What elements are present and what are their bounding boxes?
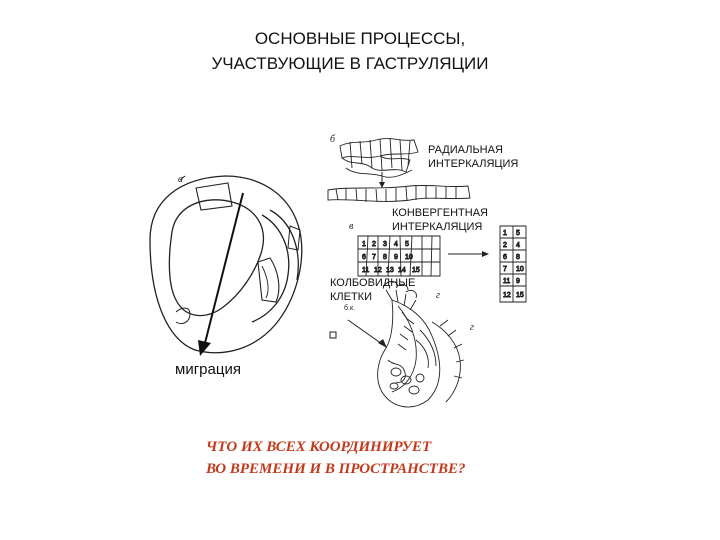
svg-text:6: 6 xyxy=(503,254,507,261)
svg-text:4: 4 xyxy=(394,241,398,248)
bottle-cells-tissue xyxy=(377,281,465,408)
figure-letter-b: б xyxy=(330,134,336,145)
svg-text:8: 8 xyxy=(516,254,520,261)
migration-arrow xyxy=(198,192,244,356)
svg-text:г: г xyxy=(470,322,474,333)
svg-text:5: 5 xyxy=(405,241,409,248)
radial-intercalation-top xyxy=(339,137,419,178)
slide-title: ОСНОВНЫЕ ПРОЦЕССЫ, УЧАСТВУЮЩИЕ В ГАСТРУЛ… xyxy=(0,26,720,76)
svg-text:15: 15 xyxy=(516,292,524,299)
svg-text:13: 13 xyxy=(386,267,394,274)
svg-text:11: 11 xyxy=(503,278,510,285)
svg-text:7: 7 xyxy=(372,254,376,261)
svg-text:б.к.: б.к. xyxy=(344,304,355,312)
figure-letter-a: а xyxy=(178,174,183,185)
svg-text:9: 9 xyxy=(394,254,398,261)
label-convergent: КОНВЕРГЕНТНАЯ ИНТЕРКАЛЯЦИЯ xyxy=(392,207,488,233)
label-bottle-cells: КОЛБОВИДНЫЕ КЛЕТКИ xyxy=(330,277,416,303)
svg-text:2: 2 xyxy=(503,242,507,249)
svg-text:11: 11 xyxy=(362,267,369,274)
svg-text:2: 2 xyxy=(372,241,376,248)
figure-letter-v: в xyxy=(349,221,354,232)
title-line-2: УЧАСТВУЮЩИЕ В ГАСТРУЛЯЦИИ xyxy=(211,54,489,73)
label-migration: миграция xyxy=(175,361,241,378)
svg-text:12: 12 xyxy=(374,267,382,274)
svg-text:1: 1 xyxy=(362,241,366,248)
radial-intercalation-bottom xyxy=(327,184,471,203)
svg-text:10: 10 xyxy=(516,266,524,273)
figure-letter-g: г xyxy=(436,290,440,301)
title-line-1: ОСНОВНЫЕ ПРОЦЕССЫ, xyxy=(254,29,466,48)
square-marker xyxy=(329,331,337,339)
svg-text:8: 8 xyxy=(383,254,387,261)
bottle-arrow xyxy=(347,319,387,348)
svg-text:6: 6 xyxy=(362,254,366,261)
svg-text:14: 14 xyxy=(398,267,406,274)
svg-text:10: 10 xyxy=(405,254,413,261)
question-text: ЧТО ИХ ВСЕХ КООРДИНИРУЕТ ВО ВРЕМЕНИ И В … xyxy=(206,439,466,477)
label-radial: РАДИАЛЬНАЯ ИНТЕРКАЛЯЦИЯ xyxy=(428,144,519,170)
svg-text:12: 12 xyxy=(503,292,511,299)
svg-text:4: 4 xyxy=(516,242,520,249)
svg-text:1: 1 xyxy=(503,230,507,237)
svg-text:9: 9 xyxy=(516,278,520,285)
radial-arrow xyxy=(379,172,385,188)
svg-text:5: 5 xyxy=(516,230,520,237)
svg-text:15: 15 xyxy=(412,267,420,274)
convergent-arrow xyxy=(448,251,489,257)
svg-text:7: 7 xyxy=(503,266,507,273)
svg-text:3: 3 xyxy=(383,241,387,248)
embryo-section xyxy=(149,175,303,354)
